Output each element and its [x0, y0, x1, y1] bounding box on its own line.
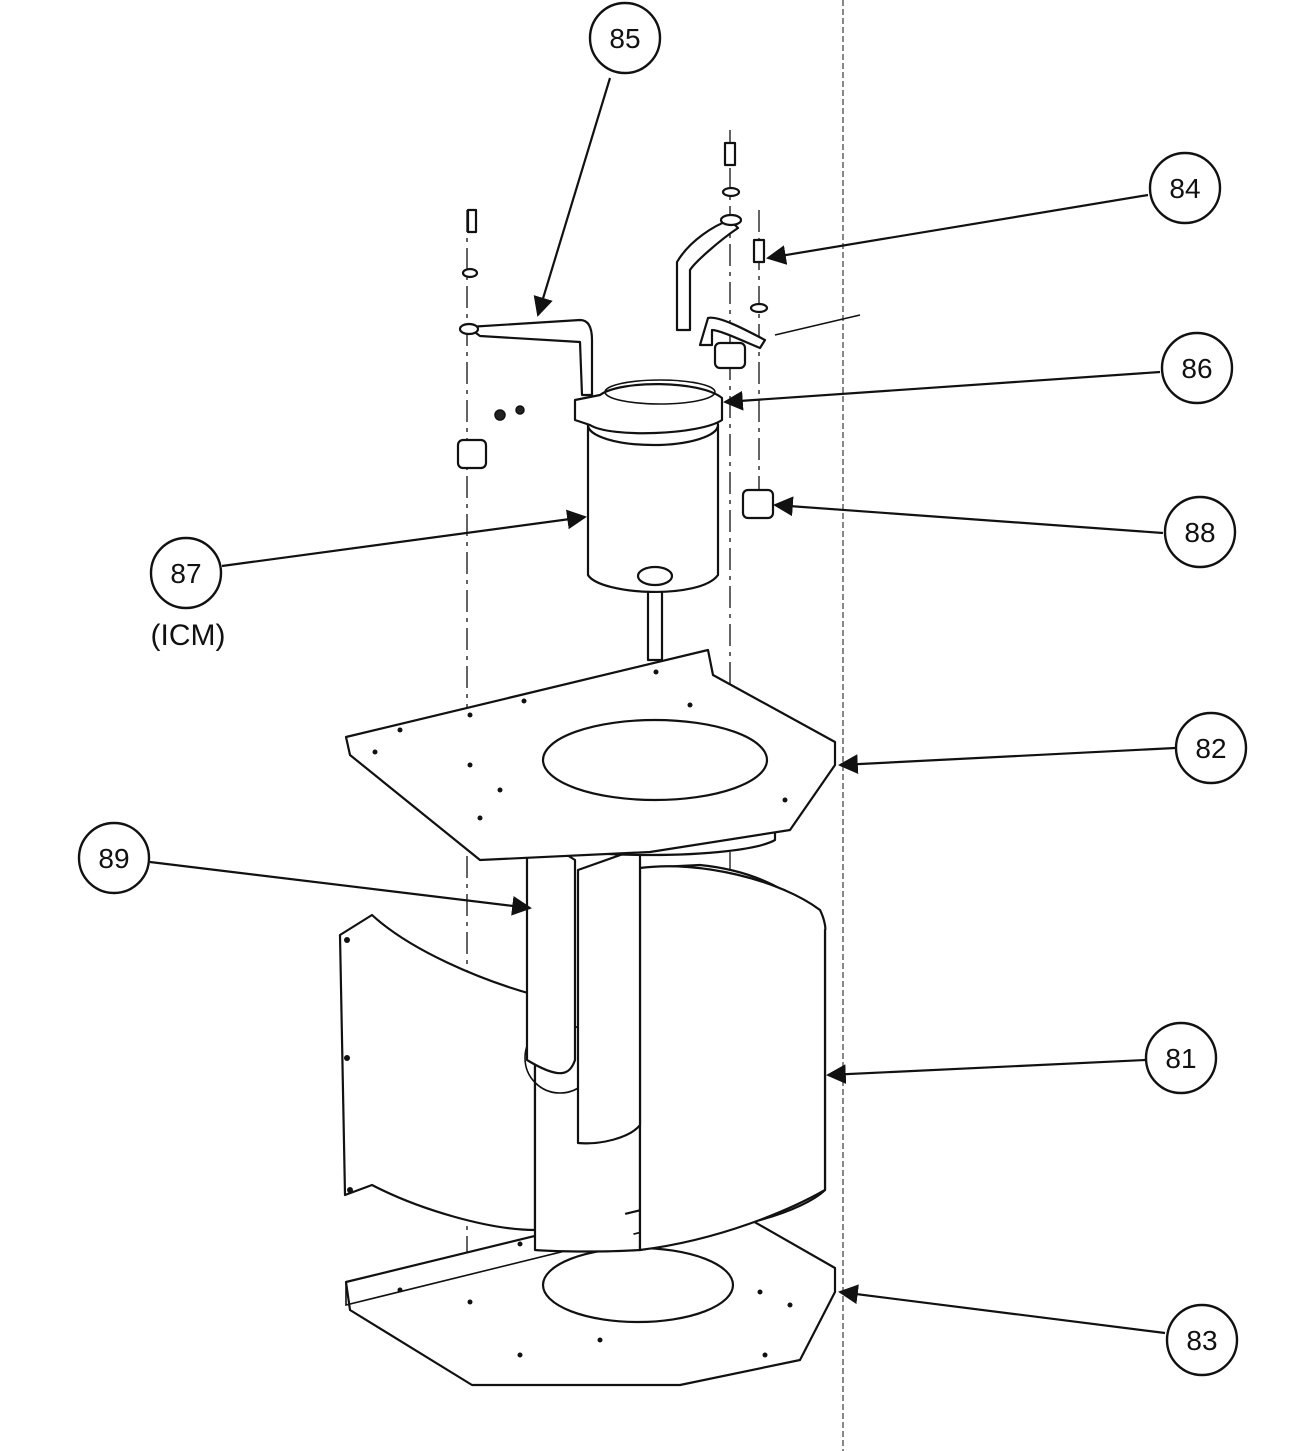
mounting-brackets [466, 218, 861, 397]
callout-85-label: 85 [609, 23, 640, 54]
callout-89: 89 [77, 821, 151, 895]
leader-lines [149, 77, 1176, 1335]
callout-82: 82 [1174, 711, 1248, 785]
callout-81: 81 [1144, 1021, 1218, 1095]
callout-81-label: 81 [1165, 1043, 1196, 1074]
callout-87-sublabel: (ICM) [151, 619, 226, 652]
callout-88: 88 [1163, 495, 1237, 569]
bottom-plate [344, 1191, 837, 1387]
motor-mount [573, 379, 724, 435]
motor [586, 403, 720, 662]
callout-85: 85 [588, 1, 662, 75]
callout-84: 84 [1148, 151, 1222, 225]
callout-83-label: 83 [1186, 1325, 1217, 1356]
callout-89-label: 89 [98, 843, 129, 874]
callout-86: 86 [1160, 331, 1234, 405]
blower-housing [338, 846, 827, 1253]
callout-84-label: 84 [1169, 173, 1200, 204]
callout-86-label: 86 [1181, 353, 1212, 384]
callout-82-label: 82 [1195, 733, 1226, 764]
callout-83: 83 [1165, 1303, 1239, 1377]
top-plate [344, 648, 837, 862]
callout-87-label: 87 [170, 558, 201, 589]
callout-88-label: 88 [1184, 517, 1215, 548]
callout-87: 87 (ICM) [149, 536, 226, 652]
fasteners [456, 141, 775, 520]
